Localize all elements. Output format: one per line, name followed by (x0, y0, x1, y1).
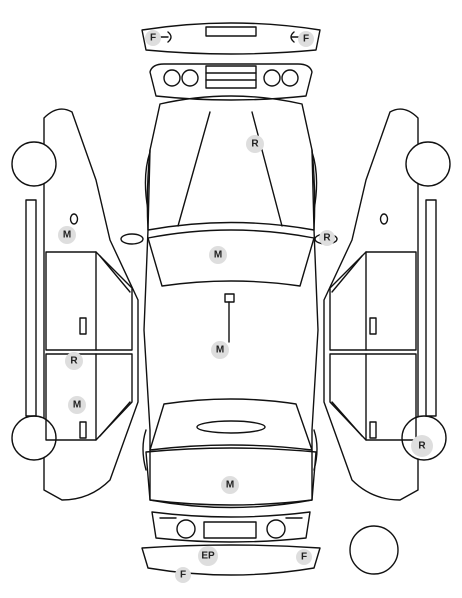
marker-mirror-right[interactable]: R (319, 230, 335, 246)
marker-label: M (216, 345, 224, 356)
marker-label: F (303, 34, 309, 45)
marker-label: F (180, 570, 186, 581)
marker-label: R (251, 139, 259, 150)
marker-rear-bumper-center[interactable]: EP (198, 546, 218, 566)
marker-label: F (301, 552, 307, 563)
front-bumper (141, 22, 321, 55)
marker-label: M (73, 400, 81, 411)
marker-label: R (70, 356, 78, 367)
marker-label: R (418, 441, 426, 452)
marker-roof-center[interactable]: M (211, 341, 229, 359)
marker-left-front-fender[interactable]: M (58, 226, 76, 244)
marker-rear-bumper-right[interactable]: F (296, 549, 312, 565)
marker-label: M (226, 480, 234, 491)
marker-front-bumper-left[interactable]: F (145, 30, 161, 46)
marker-left-rear-door[interactable]: R (65, 352, 83, 370)
marker-left-rear-panel[interactable]: M (68, 396, 86, 414)
marker-label: F (150, 33, 156, 44)
marker-label: M (63, 230, 71, 241)
rear-bumper (141, 544, 321, 576)
car-body-top (120, 95, 338, 509)
marker-roof-rear[interactable]: R (246, 135, 264, 153)
car-left-side (11, 108, 139, 501)
spare-wheel (349, 525, 399, 575)
front-fascia (149, 63, 313, 101)
marker-front-bumper-right[interactable]: F (298, 31, 314, 47)
marker-right-rear-wheel[interactable]: R (411, 435, 433, 457)
marker-label: R (323, 233, 331, 244)
marker-label: M (214, 250, 222, 261)
rear-fascia (151, 511, 311, 543)
marker-hood[interactable]: M (209, 246, 227, 264)
marker-label: EP (201, 551, 215, 562)
marker-rear-bumper-bottom[interactable]: F (175, 567, 191, 583)
marker-trunk[interactable]: M (221, 476, 239, 494)
